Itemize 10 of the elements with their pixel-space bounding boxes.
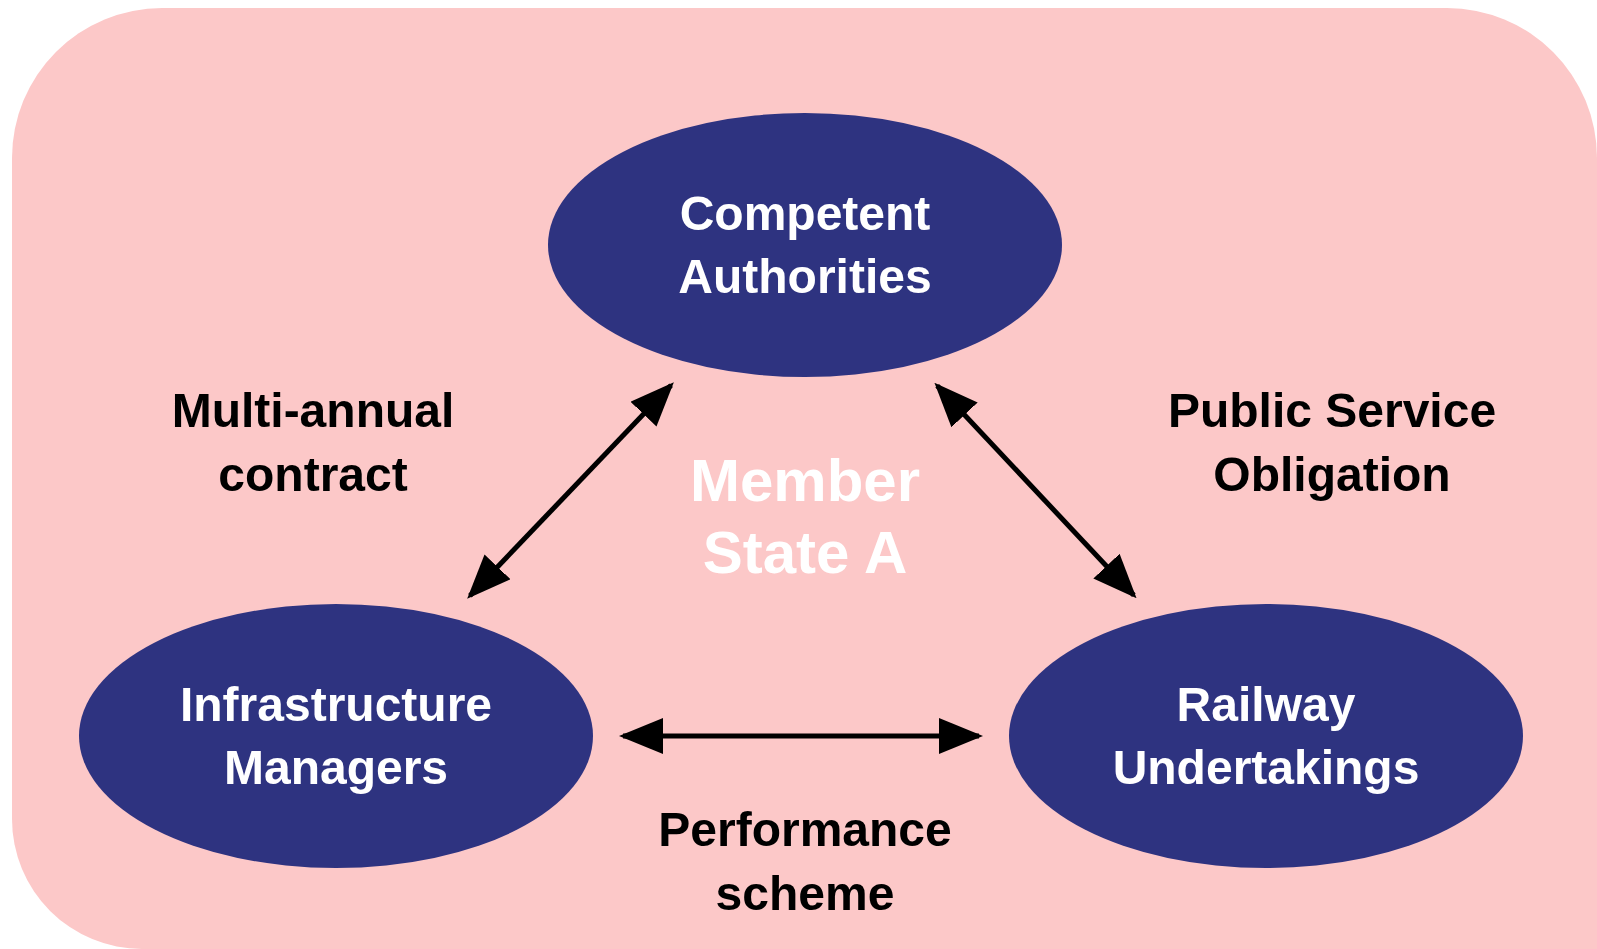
node-label: Competent Authorities <box>677 186 933 305</box>
edge-label: Public Service Obligation <box>1166 383 1498 503</box>
double-arrow <box>619 718 983 754</box>
edge-label: Performance scheme <box>657 802 953 922</box>
node-label: Railway Undertakings <box>1111 677 1421 796</box>
node-label: Infrastructure Managers <box>178 677 494 796</box>
member-state-area <box>12 8 1597 949</box>
double-arrow <box>934 382 1137 599</box>
edge-label: Multi-annual contract <box>170 383 456 503</box>
double-arrow <box>467 382 674 599</box>
